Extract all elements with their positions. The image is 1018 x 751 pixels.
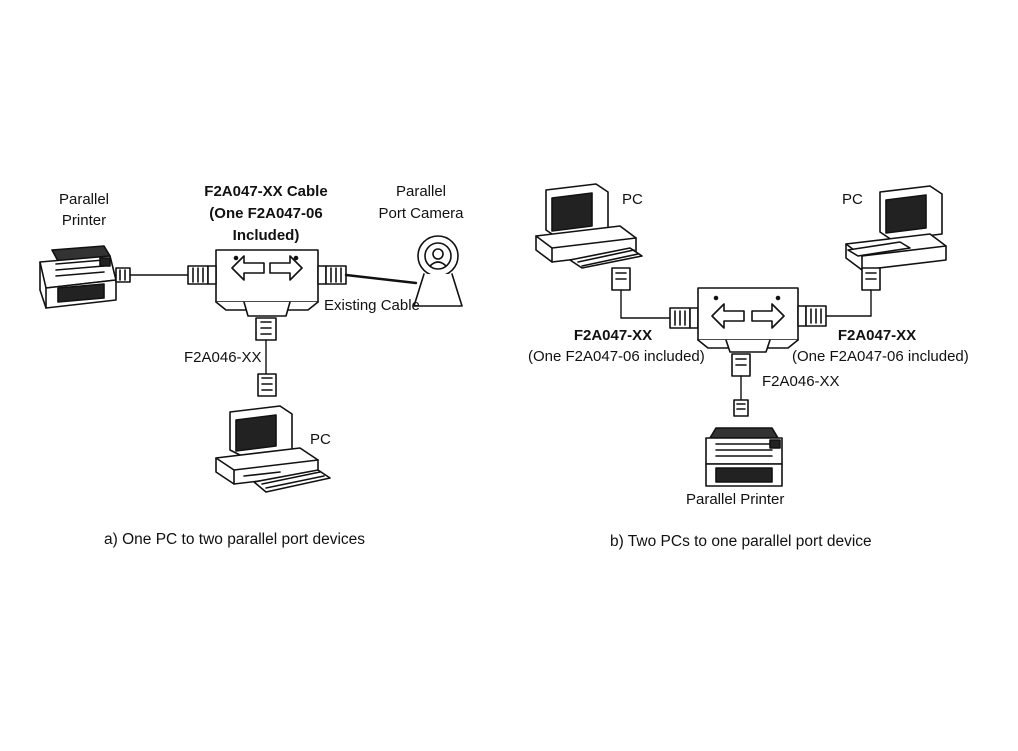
camera-label-line2: Port Camera — [378, 205, 464, 222]
pc-cable — [255, 317, 277, 397]
pc-right-label: PC — [842, 191, 863, 208]
cable-label-line3: Included) — [232, 227, 300, 244]
pc-label-a: PC — [310, 431, 331, 448]
switch-box-b — [689, 287, 807, 353]
camera-label-line1: Parallel — [395, 183, 447, 200]
pc-right-icon — [845, 185, 947, 271]
left-cable-label-line2: (One F2A047-06 included) — [528, 348, 705, 365]
pc-left-label: PC — [622, 191, 643, 208]
printer-cable-b — [731, 353, 751, 417]
printer-icon — [39, 245, 117, 309]
right-cable-label-line2: (One F2A047-06 included) — [792, 348, 969, 365]
caption-a: a) One PC to two parallel port devices — [104, 531, 366, 548]
cable-label-line1: F2A047-XX Cable — [204, 183, 328, 200]
printer-label-line1: Parallel — [58, 191, 110, 208]
f2a046-label-b: F2A046-XX — [762, 373, 840, 390]
pc-left-cable — [611, 267, 691, 329]
camera-cable — [325, 265, 418, 285]
pc-left-icon — [535, 183, 643, 269]
caption-b: b) Two PCs to one parallel port device — [610, 533, 872, 550]
switch-box — [207, 249, 327, 317]
printer-cable — [115, 265, 209, 285]
camera-icon — [413, 235, 463, 307]
left-cable-label-line1: F2A047-XX — [573, 327, 653, 344]
right-cable-label-line1: F2A047-XX — [837, 327, 917, 344]
printer-label-line2: Printer — [61, 212, 107, 229]
pc-icon — [215, 405, 331, 493]
f2a046-label-a: F2A046-XX — [184, 349, 262, 366]
printer-b-icon — [705, 427, 783, 487]
pc-right-cable — [805, 267, 881, 327]
printer-label-b: Parallel Printer — [686, 491, 785, 508]
cable-label-line2: (One F2A047-06 — [209, 205, 323, 222]
existing-cable-label: Existing Cable — [324, 297, 420, 314]
